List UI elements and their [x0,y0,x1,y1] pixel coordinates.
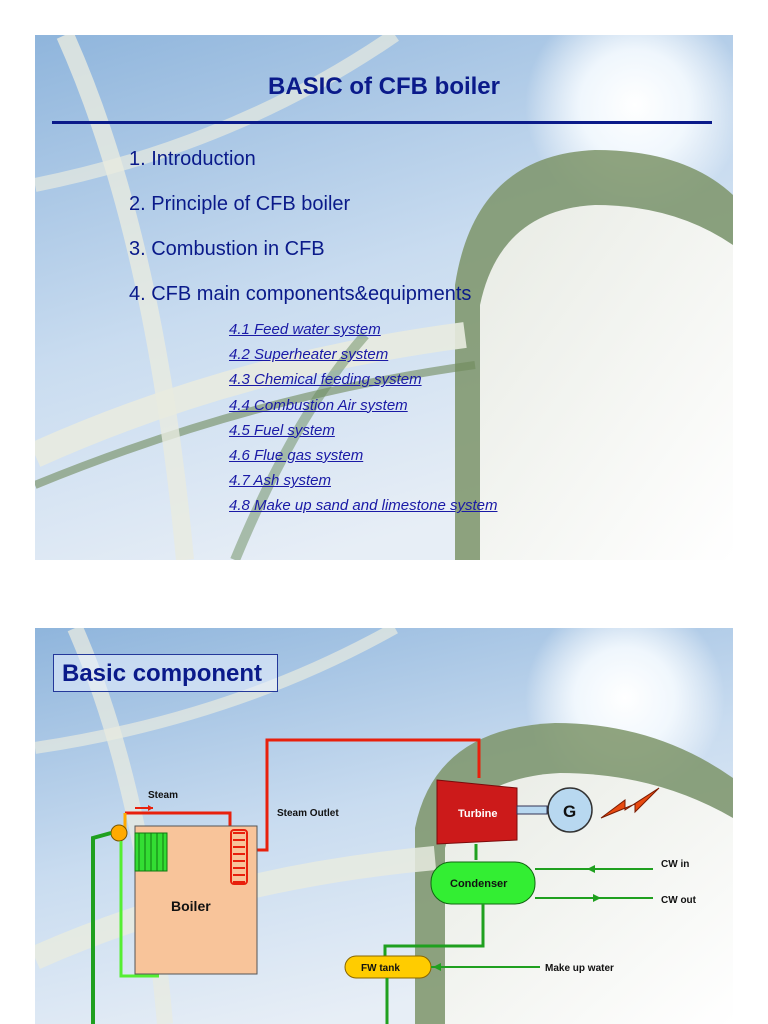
link-fuel-system[interactable]: 4.5 Fuel system [229,421,335,439]
slide-1: BASIC of CFB boiler 1. Introduction 2. P… [35,35,733,560]
steam-line [125,738,481,852]
title-divider [52,121,712,124]
slide-title: BASIC of CFB boiler [268,73,500,100]
turbine-shaft [516,805,548,815]
arrow-head [593,894,601,902]
arrow-head [587,865,595,873]
steam-drum [110,824,128,842]
toc-item: 1. Introduction [129,148,256,170]
table-of-contents: 1. Introduction 2. Principle of CFB boil… [129,145,471,325]
condensate-line [383,904,485,956]
toc-item: 3. Combustion in CFB [129,238,325,260]
tube-lines [138,833,164,871]
generator [547,787,593,833]
arrow-head [433,963,441,971]
link-make-up-sand-limestone[interactable]: 4.8 Make up sand and limestone system [229,497,498,515]
feedwater-line [91,831,112,1024]
turbine-body [436,779,518,845]
label-turbine: Turbine [458,808,498,820]
label-generator: G [563,802,576,821]
link-chemical-feeding-system[interactable]: 4.3 Chemical feeding system [229,371,422,389]
label-steam-outlet: Steam Outlet [277,808,339,819]
slide-2: Basic component [35,628,733,1024]
toc-item: 2. Principle of CFB boiler [129,193,351,215]
label-cw-out: CW out [661,895,697,906]
label-steam: Steam [148,790,178,801]
label-boiler: Boiler [171,898,211,914]
toc-item: 4. CFB main components&equipments [129,283,472,305]
arrow-head [148,805,153,811]
subsection-links: 4.1 Feed water system 4.2 Superheater sy… [229,320,497,522]
electricity-icon [600,787,660,819]
superheater-frame [230,829,248,885]
process-diagram: Steam Steam Outlet Boiler Turbine G Cond… [91,738,697,1024]
label-make-up-water: Make up water [545,963,614,974]
label-fw-tank: FW tank [361,963,400,974]
link-feed-water-system[interactable]: 4.1 Feed water system [229,321,381,338]
slide-title: Basic component [53,654,279,692]
label-condenser: Condenser [450,878,508,890]
link-flue-gas-system[interactable]: 4.6 Flue gas system [229,446,364,464]
link-combustion-air-system[interactable]: 4.4 Combustion Air system [229,396,408,414]
link-superheater-system[interactable]: 4.2 Superheater system [229,346,389,364]
label-cw-in: CW in [661,859,689,870]
downcomer-line [119,841,159,978]
superheater-coil [233,832,245,883]
link-ash-system[interactable]: 4.7 Ash system [229,472,331,490]
